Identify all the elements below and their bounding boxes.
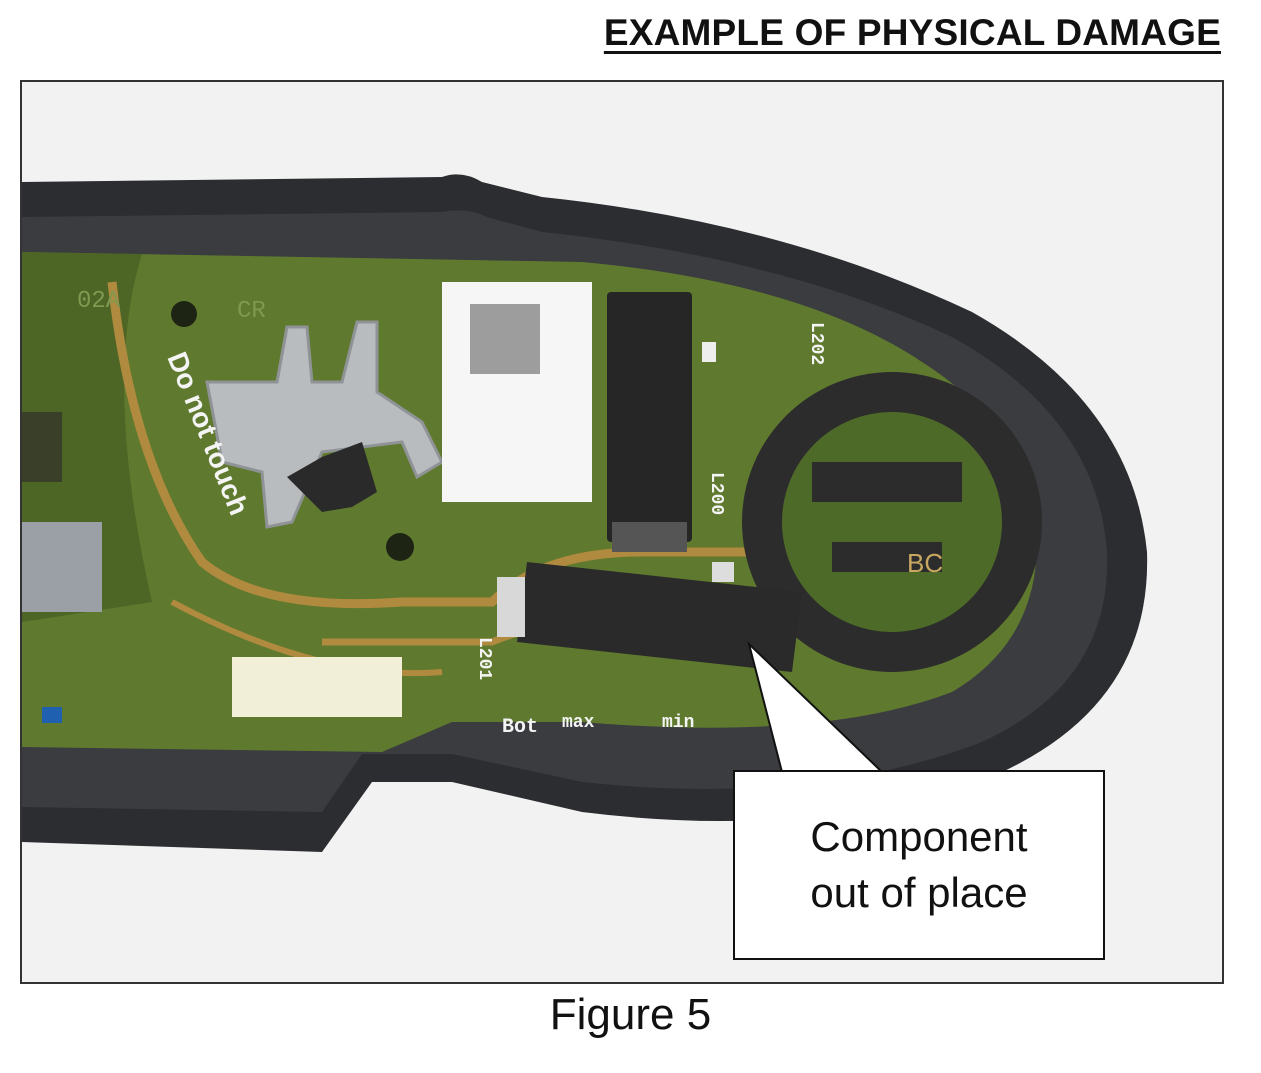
silkscreen-max: max xyxy=(562,713,595,733)
silkscreen-bot: Bot xyxy=(502,716,538,739)
coin-cell-clip xyxy=(812,462,962,502)
smd-part xyxy=(712,562,734,582)
pcb-chip xyxy=(22,412,62,482)
silkscreen-code: 02A xyxy=(77,288,121,315)
coin-cell-clip xyxy=(832,542,942,572)
silkscreen-code-2: CR xyxy=(237,298,266,325)
document-heading: EXAMPLE OF PHYSICAL DAMAGE xyxy=(603,12,1221,53)
component-l200-cap xyxy=(612,522,687,552)
displaced-component-end xyxy=(497,577,525,637)
smd-part xyxy=(42,707,62,723)
silkscreen-l201: L201 xyxy=(474,637,494,680)
callout-line-2: out of place xyxy=(810,869,1028,916)
pcb-photo: Do not touch L200 L201 L202 Bot max min … xyxy=(22,174,1148,853)
silkscreen-l200: L200 xyxy=(706,472,726,515)
smd-part xyxy=(702,342,716,362)
pcb-pad xyxy=(232,657,402,717)
component-l200 xyxy=(607,292,692,542)
metal-clip xyxy=(205,320,444,529)
photo-frame: Do not touch L200 L201 L202 Bot max min … xyxy=(20,80,1224,984)
callout-line-1: Component xyxy=(810,813,1028,860)
displaced-component xyxy=(517,562,802,672)
datamatrix-code xyxy=(470,304,540,374)
silkscreen-l202: L202 xyxy=(806,322,826,365)
silkscreen-min: min xyxy=(662,713,694,733)
metal-clip-shadow xyxy=(287,442,377,512)
silkscreen-holder-mark: BC xyxy=(907,548,943,578)
figure-caption: Figure 5 xyxy=(549,990,712,1039)
coin-cell-inner xyxy=(782,412,1002,632)
pcb-chip xyxy=(22,522,102,612)
callout-box: Component out of place xyxy=(733,770,1105,960)
pcb-hole xyxy=(171,301,197,327)
pcb-hole xyxy=(386,533,414,561)
